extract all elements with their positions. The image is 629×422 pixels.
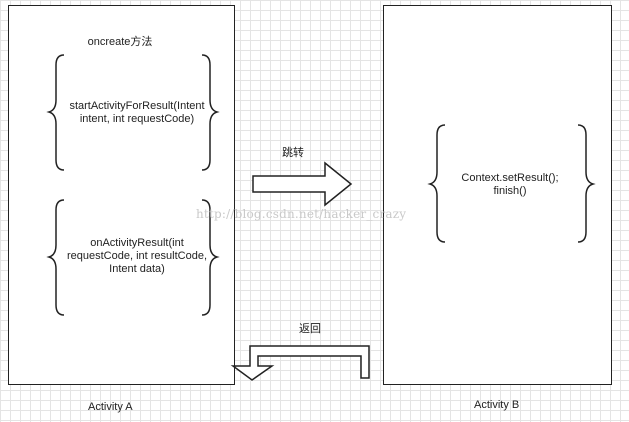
finish-text: finish()	[493, 185, 527, 197]
activity-a-box	[8, 5, 235, 385]
forward-arrow	[252, 161, 353, 207]
activity-b-box	[383, 5, 612, 385]
brace-a1-right	[201, 54, 220, 171]
return-label: 返回	[299, 323, 321, 335]
start-activity-text-line1: startActivityForResult(Intent	[69, 100, 205, 112]
on-activity-result-line1: onActivityResult(int	[90, 237, 184, 249]
brace-a2-right	[201, 199, 220, 316]
brace-b-right	[577, 124, 596, 243]
forward-label: 跳转	[282, 147, 304, 159]
set-result-text: Context.setResult();	[461, 172, 559, 184]
activity-a-caption: Activity A	[88, 401, 133, 413]
on-activity-result-line2: requestCode, int resultCode,	[66, 250, 208, 262]
brace-a2-left	[46, 199, 65, 316]
activity-a-title: oncreate方法	[87, 36, 153, 48]
return-arrow	[230, 345, 370, 381]
brace-b-left	[427, 124, 446, 243]
watermark-text: http://blog.csdn.net/hacker_crazy	[196, 207, 407, 221]
brace-a1-left	[46, 54, 65, 171]
activity-b-caption: Activity B	[474, 399, 520, 411]
start-activity-text-line2: intent, int requestCode)	[79, 113, 195, 125]
on-activity-result-line3: Intent data)	[109, 263, 165, 275]
